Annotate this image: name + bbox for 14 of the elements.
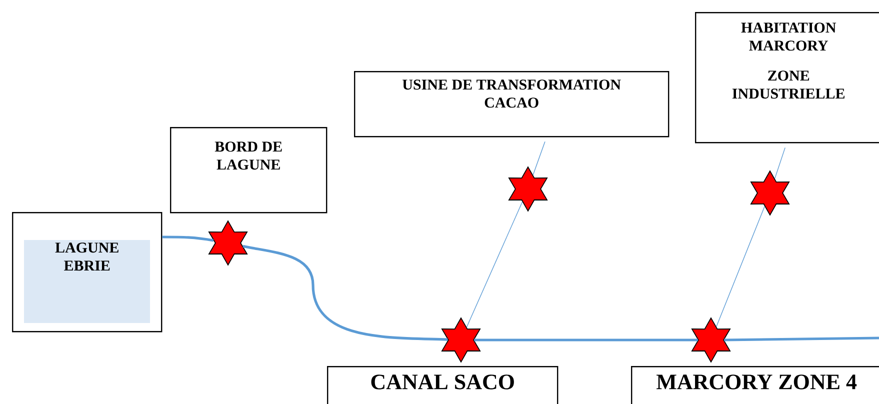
connector-line — [532, 141, 546, 176]
connector-line — [716, 206, 765, 327]
river-line — [474, 338, 698, 342]
water-box: LAGUNE EBRIE — [12, 212, 162, 332]
location-box: MARCORY ZONE 4 — [631, 366, 879, 404]
river-line — [724, 336, 879, 342]
location-box: CANAL SACO — [327, 366, 558, 404]
location-box: BORD DE LAGUNE — [170, 127, 328, 214]
river-line — [162, 236, 214, 242]
location-box: HABITATION MARCORY ZONE INDUSTRIELLE — [695, 12, 879, 144]
connector-line — [466, 201, 523, 328]
connector-line — [774, 147, 786, 179]
river-line — [242, 244, 448, 341]
location-box: USINE DE TRANSFORMATION CACAO — [354, 71, 670, 138]
